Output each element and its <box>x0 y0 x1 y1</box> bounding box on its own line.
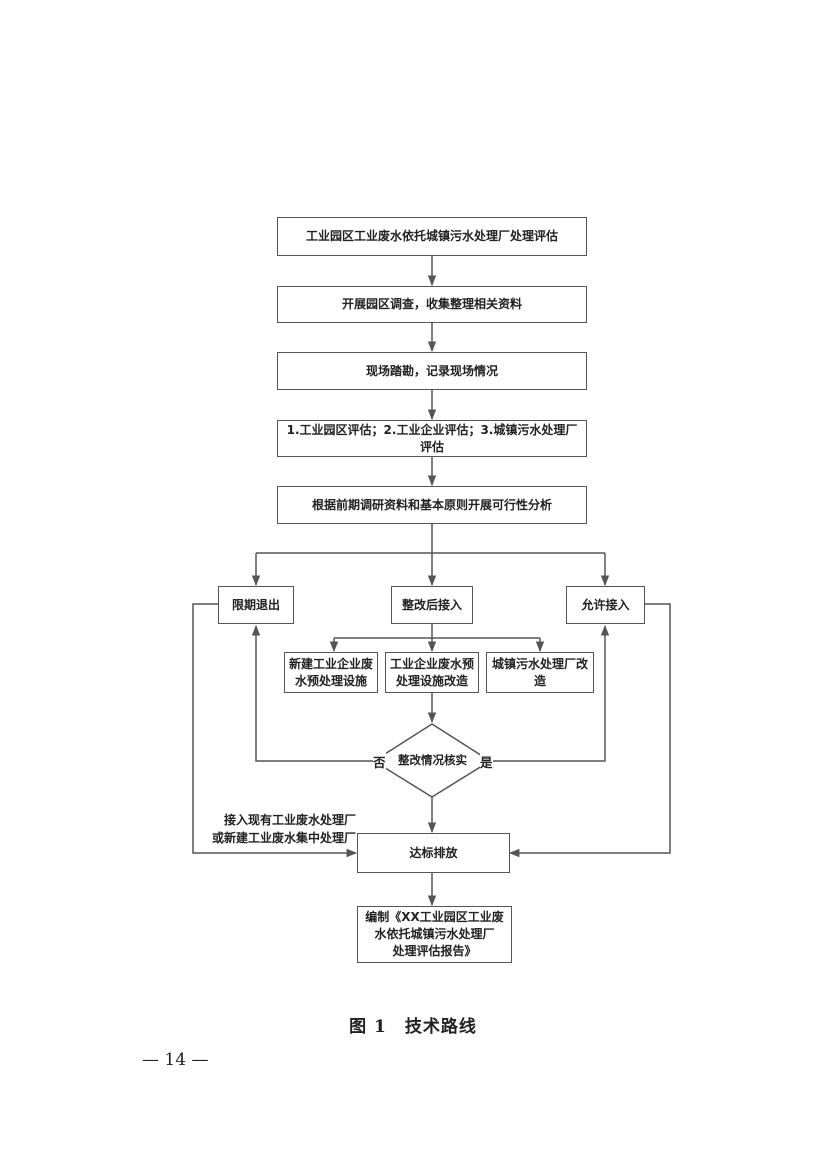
step-park-survey: 开展园区调查，收集整理相关资料 <box>277 286 587 323</box>
step-site-inspection: 现场踏勘，记录现场情况 <box>277 352 587 390</box>
arrow-allow-to-discharge <box>508 603 671 858</box>
sub-new-pretreatment-box: 新建工业企业废 水预处理设施 <box>284 652 378 693</box>
decision-no-label: 否 <box>373 752 386 771</box>
step-three-evaluations: 1.工业园区评估；2.工业企业评估；3.城镇污水处理厂评估 <box>277 420 587 457</box>
sub-plant-upgrade-box: 城镇污水处理厂改 造 <box>486 652 594 693</box>
report-box: 编制《XX工业园区工业废 水依托城镇污水处理厂 处理评估报告》 <box>357 906 512 963</box>
step-feasibility-analysis: 根据前期调研资料和基本原则开展可行性分析 <box>277 486 587 524</box>
page-number: — 14 — <box>142 1050 209 1070</box>
branch-exit-box: 限期退出 <box>218 586 294 624</box>
decision-diamond <box>372 723 492 798</box>
arrow-exit-to-discharge <box>192 603 358 858</box>
decision-label: 整改情况核实 <box>398 753 467 767</box>
step-assessment-title: 工业园区工业废水依托城镇污水处理厂处理评估 <box>277 217 587 256</box>
branch-rectify-box: 整改后接入 <box>391 586 473 624</box>
decision-yes-label: 是 <box>480 752 493 771</box>
discharge-box: 达标排放 <box>357 833 510 873</box>
branch-allow-box: 允许接入 <box>566 586 645 624</box>
figure-caption: 图 1 技术路线 <box>349 1017 477 1037</box>
sub-upgrade-pretreatment-box: 工业企业废水预 处理设施改造 <box>385 652 479 693</box>
alternative-treatment-note: 接入现有工业废水处理厂 或新建工业废水集中处理厂 <box>211 813 356 845</box>
arrow-no-to-exit <box>251 624 378 762</box>
arrow-yes-to-allow <box>490 624 610 762</box>
